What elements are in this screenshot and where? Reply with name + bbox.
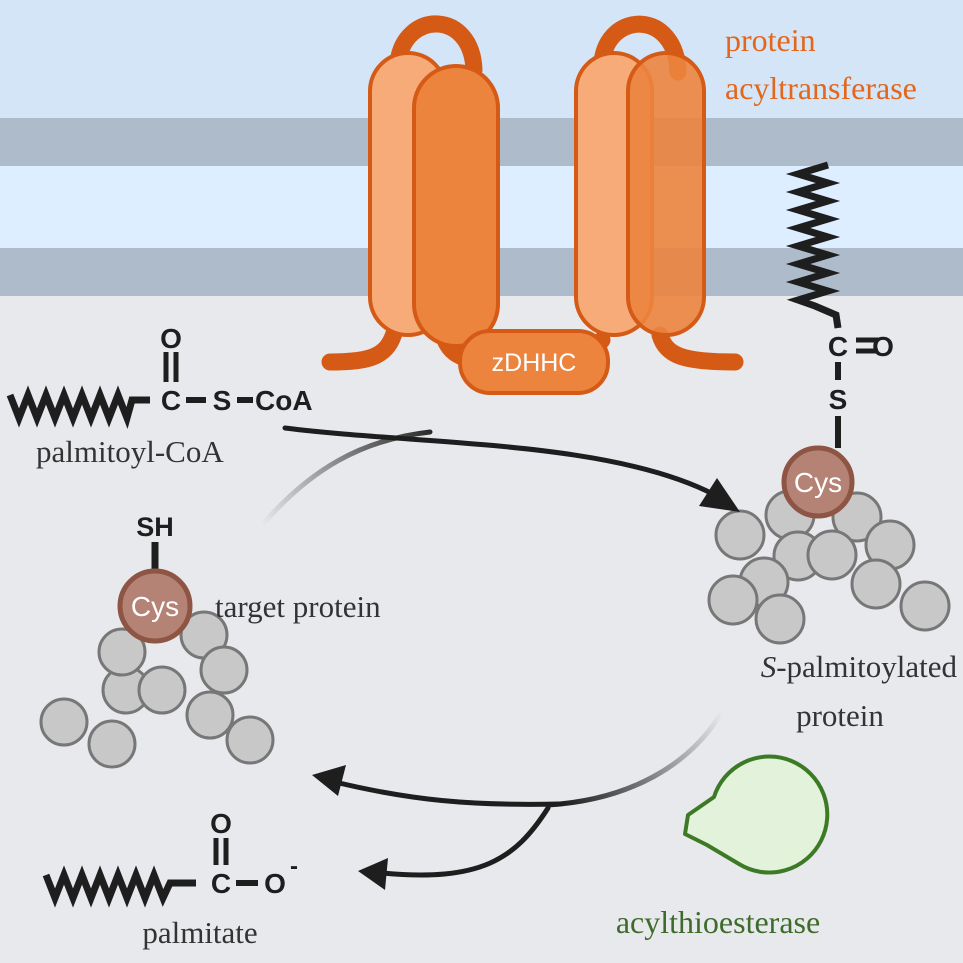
coa-carbon: C [161, 385, 181, 416]
acylthioesterase-label: acylthioesterase [616, 904, 820, 940]
palmitate-chain-zigzag [42, 865, 196, 908]
acylation-arrow-tail [259, 429, 433, 528]
deacylation-arrowhead-upper [312, 765, 346, 796]
protein-bead [225, 715, 275, 765]
target-protein-label: target protein [215, 589, 381, 624]
protein-bead [806, 529, 858, 581]
thioester-sulfur: S [829, 384, 848, 415]
deacylation-arrow-lower [379, 805, 551, 878]
carboxyl-oxygen: O [264, 868, 286, 899]
palmitoyl-coa-molecule: O C S CoA [6, 323, 313, 430]
carboxyl-oxygen-top: O [210, 808, 232, 839]
palmitoylated-label-line1: S-palmitoylated [761, 649, 958, 684]
palmitate-label: palmitate [142, 915, 257, 950]
deacylation-arrow-upper [332, 779, 563, 807]
helix-2 [412, 64, 500, 348]
cys-residue-left [117, 568, 193, 644]
cys-label-left: Cys [131, 591, 179, 622]
acylation-arrowhead [699, 478, 740, 512]
protein-bead [39, 697, 89, 747]
zdhhc-label: zDHHC [492, 349, 577, 377]
transmembrane-helices [368, 51, 706, 348]
cys-residue-right [781, 445, 855, 519]
protein-bead [714, 509, 766, 561]
protein-bead [97, 627, 147, 677]
palmitoyl-coa-label: palmitoyl-CoA [36, 434, 224, 469]
deacylation-arrowhead-lower [358, 858, 388, 890]
acylthioesterase-enzyme [683, 754, 830, 875]
target-protein [39, 610, 275, 769]
enzyme-title-line1: protein [725, 22, 816, 58]
bound-acyl-chain [785, 161, 842, 329]
helix-4 [626, 51, 706, 337]
protein-bead [87, 719, 137, 769]
s-prefix: S [761, 649, 777, 684]
protein-bead [850, 558, 902, 610]
palmitate-molecule: O C O - [42, 808, 298, 908]
coa-sulfur: S [213, 385, 232, 416]
protein-bead [899, 580, 951, 632]
acyl-chain-zigzag [6, 385, 150, 430]
thiol-group: SH [136, 512, 174, 542]
thioester-carbon: C [828, 331, 848, 362]
protein-bead [707, 574, 759, 626]
carboxyl-charge: - [290, 853, 298, 880]
enzyme-title-line2: acyltransferase [725, 70, 917, 106]
protein-bead [199, 645, 249, 695]
carboxyl-carbon: C [211, 868, 231, 899]
protein-bead [137, 665, 187, 715]
acylation-arrow [282, 425, 718, 498]
zdhhc-domain [458, 329, 610, 395]
coa-oxygen: O [160, 323, 182, 354]
palmitoylated-label-line2: protein [796, 698, 884, 733]
protein-bead [185, 690, 235, 740]
cys-label-right: Cys [794, 467, 842, 498]
thioester-oxygen: O [872, 331, 894, 362]
coa-group: CoA [255, 385, 313, 416]
protein-bead [754, 593, 806, 645]
deacylation-arrow-tail [545, 709, 725, 808]
palmitoylated-label-rest: -palmitoylated [776, 649, 957, 684]
